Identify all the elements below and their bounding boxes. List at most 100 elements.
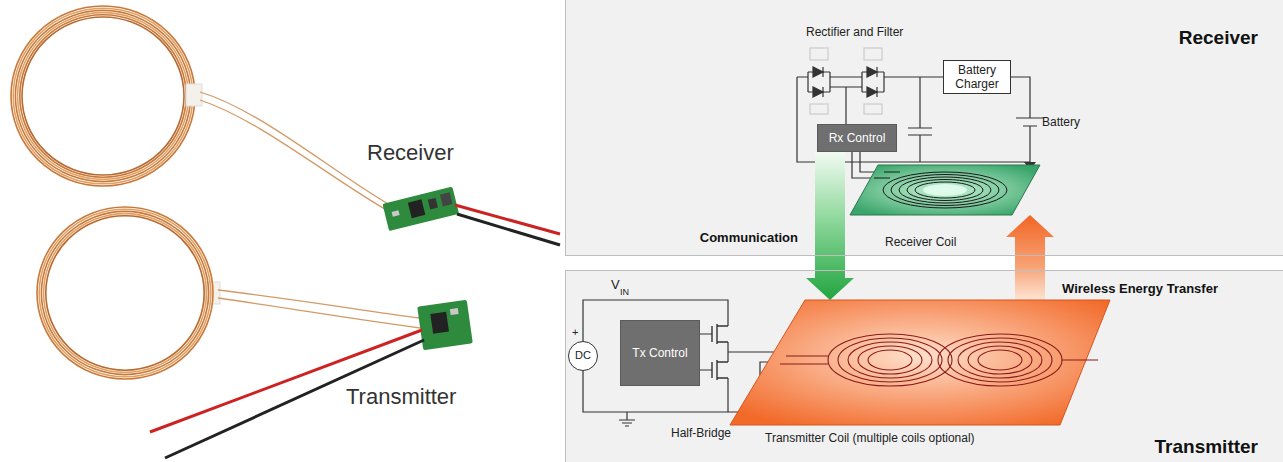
receiver-module — [382, 186, 459, 231]
panel-ground — [565, 0, 1283, 462]
transmitter-coil-photo — [37, 207, 213, 379]
panel-heading: Receiver — [1179, 27, 1258, 49]
transmitter-module — [417, 300, 473, 351]
transmitter-coil: Transmitter Coil (multiple coils optiona… — [730, 300, 1110, 425]
receiver-module — [382, 186, 459, 231]
arrow-label: Communication — [698, 230, 800, 245]
output-wire — [455, 205, 560, 245]
node-text: DC — [575, 349, 591, 362]
coil-plate — [948, 338, 1052, 382]
diode-symbol — [876, 87, 877, 97]
signal-name: V — [611, 278, 620, 293]
receiver-wire — [797, 76, 947, 77]
receiver-coil-photo — [18, 13, 189, 180]
control-box: Tx Control — [620, 320, 700, 386]
coil-plate — [968, 346, 1032, 374]
receiver-coil-photo — [15, 10, 190, 181]
coil-plate — [891, 175, 999, 206]
node-text: Battery Charger — [944, 63, 1010, 92]
coil-plate — [730, 300, 1110, 425]
node-text: Rx Control — [829, 131, 886, 145]
input-wire — [150, 330, 422, 432]
receiver-module — [428, 198, 438, 210]
diode-symbol — [822, 67, 823, 77]
receiver-module — [440, 192, 453, 206]
diode-symbol — [867, 67, 877, 77]
control-box: Rx Control — [817, 124, 897, 152]
flow-arrow — [1006, 215, 1054, 300]
dc-source: DC — [568, 341, 598, 371]
transmitter-wire — [619, 412, 635, 426]
part-name: Transmitter — [346, 384, 456, 409]
coil-plate — [848, 342, 932, 378]
diode-symbol — [813, 67, 877, 97]
coil-lead-wire — [200, 100, 390, 212]
rectifier-ghost — [810, 104, 828, 114]
output-wire — [457, 214, 560, 245]
receiver-coil-photo — [22, 17, 184, 175]
node-text: Tx Control — [632, 346, 687, 360]
part-name: Battery — [1042, 116, 1080, 130]
transmitter-module — [417, 300, 473, 351]
coil-plate — [838, 338, 942, 382]
coil-plate — [907, 180, 983, 201]
coil-plate — [868, 350, 912, 370]
receiver-module — [408, 199, 425, 218]
charger-box: Battery Charger — [943, 60, 1011, 95]
transmitter-coil-photo — [37, 207, 213, 379]
coil-plate — [828, 334, 952, 386]
coil-plate — [899, 177, 991, 203]
transmitter-wire — [700, 334, 712, 370]
arrow-label: Wireless Energy Transfer — [1060, 281, 1220, 296]
mosfet-symbol — [712, 360, 728, 380]
rectifier-ghost — [864, 48, 882, 60]
diode-symbol — [876, 67, 877, 77]
transmitter-coil-photo — [44, 214, 207, 373]
coil-plate — [915, 182, 975, 198]
receiver-module — [392, 210, 400, 217]
diode-symbol — [813, 67, 823, 77]
coil-plate — [978, 350, 1022, 370]
receiver-coil-photo — [20, 15, 186, 177]
part-name: Half-Bridge — [671, 427, 731, 441]
coil-plate — [730, 300, 1110, 425]
mosfet-symbol — [712, 324, 728, 380]
transmitter-module — [450, 308, 459, 315]
coil-plate — [938, 334, 1062, 386]
diode-symbol — [822, 87, 823, 97]
coil-plate — [883, 172, 1007, 208]
transmitter-module — [430, 312, 449, 334]
receiver-coil-photo — [11, 6, 195, 186]
part-name: Receiver — [367, 140, 454, 165]
receiver-wire — [830, 87, 862, 124]
coil-label: Receiver Coil — [885, 235, 956, 249]
coil-plate — [850, 165, 1040, 215]
coil-plate — [858, 346, 922, 374]
coil-plate — [874, 172, 900, 178]
coil-lead-wire — [200, 92, 390, 205]
receiver-wire — [1007, 77, 1044, 162]
part-name: Rectifier and Filter — [806, 26, 903, 40]
receiver-coil: Receiver Coil — [850, 165, 1040, 215]
coil-plate — [923, 184, 967, 196]
coil-lead-wire — [218, 298, 420, 328]
receiver-coil-photo — [11, 6, 195, 186]
mosfet-symbol — [712, 324, 728, 344]
receiver-panel: ReceiverBattery Charger Rx ControlReceive… — [565, 0, 1283, 256]
panel-ground — [565, 0, 1283, 256]
rectifier-ghost — [864, 104, 882, 114]
flow-arrow — [806, 152, 854, 300]
transmitter-coil-photo — [46, 216, 204, 370]
rectifier-ghost — [810, 48, 828, 60]
signal-subscript: IN — [620, 287, 629, 297]
coil-plate — [780, 356, 1098, 364]
coil-plate — [850, 165, 1040, 215]
panel-heading: Transmitter — [1155, 436, 1258, 458]
transmitter-coil-photo — [41, 211, 208, 374]
panel-ground — [565, 270, 1283, 462]
receiver-wire — [908, 77, 932, 162]
coil-label: Transmitter Coil (multiple coils optiona… — [765, 431, 975, 445]
